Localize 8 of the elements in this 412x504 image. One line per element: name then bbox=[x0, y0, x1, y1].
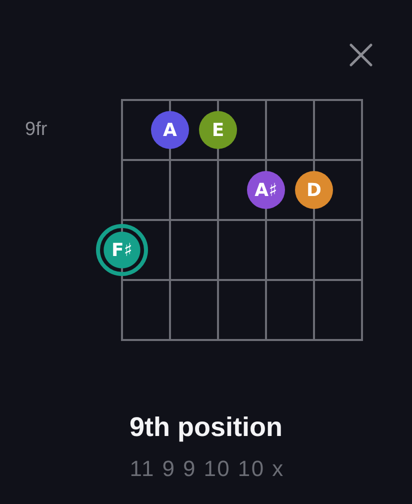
fret-numbers: 11 9 9 10 10 x bbox=[130, 456, 284, 482]
note-marker: A bbox=[151, 111, 189, 149]
note-marker: D bbox=[295, 171, 333, 209]
root-note-marker: F♯ bbox=[96, 224, 148, 276]
chord-title: 9th position bbox=[130, 412, 282, 443]
fret-label: 9fr bbox=[25, 119, 48, 141]
note-marker: A♯ bbox=[247, 171, 285, 209]
note-marker: E bbox=[199, 111, 237, 149]
